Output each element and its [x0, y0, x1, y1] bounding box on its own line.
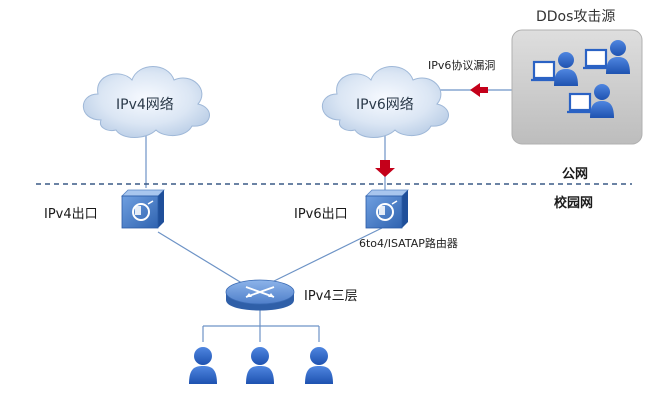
ipv4-exit-firewall-icon — [121, 189, 165, 229]
attack-source-title: DDos攻击源 — [536, 9, 616, 25]
user-icon — [189, 347, 217, 384]
attack-arrow-down — [375, 160, 395, 177]
ipv6-exit-firewall-icon — [365, 189, 409, 229]
ipv4-cloud-label: IPv4网络 — [116, 97, 174, 113]
user-icon — [305, 347, 333, 384]
user-icon — [246, 347, 274, 384]
ipv6-exit-router-type: 6to4/ISATAP路由器 — [359, 237, 458, 250]
core-router-label: IPv4三层 — [304, 289, 358, 304]
router-icon — [225, 279, 295, 311]
campus-network-label: 校园网 — [554, 196, 594, 211]
vulnerability-label: IPv6协议漏洞 — [428, 59, 496, 72]
attack-arrow-left — [470, 83, 488, 97]
public-network-label: 公网 — [562, 167, 589, 182]
ipv4-exit-label: IPv4出口 — [44, 207, 98, 222]
link-ipv4-exit-to-router — [157, 231, 251, 289]
ipv6-exit-label: IPv6出口 — [294, 207, 348, 222]
ipv6-cloud-label: IPv6网络 — [356, 97, 414, 113]
link-ipv6-exit-to-router — [269, 227, 383, 284]
